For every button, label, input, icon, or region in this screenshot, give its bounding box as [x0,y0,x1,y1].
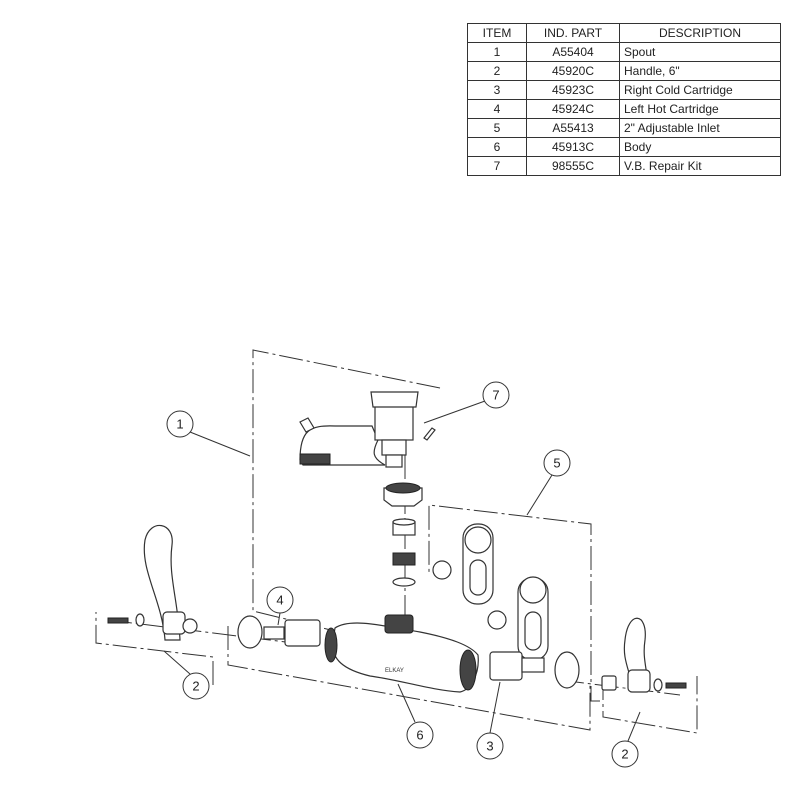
right-handle-part [601,617,687,693]
vb-kit-parts [383,482,423,587]
callout-1: 1 [166,410,251,457]
callout-2-right: 2 [611,711,641,768]
inlet-parts [432,523,549,661]
right-handle-frame [602,676,698,734]
callout-3: 3 [476,681,504,760]
callout-7: 7 [423,381,510,424]
callout-6: 6 [397,683,434,749]
right-axis-line [559,679,681,696]
callout-2-left: 2 [163,650,210,700]
spout-part [299,391,436,468]
left-handle-part [107,524,198,641]
body-frame [227,626,591,731]
cell-description: Left Hot Cartridge [619,99,781,119]
inlet-frame [428,504,600,702]
callout-4: 4 [266,586,294,626]
cell-part: 98555C [526,156,620,176]
body-brand-label: ELKAY [385,668,404,674]
left-axis-line [107,619,311,646]
cell-description: V.B. Repair Kit [619,156,781,176]
cold-cartridge-part [489,651,580,689]
svg-text:3: 3 [486,739,493,754]
svg-text:7: 7 [492,388,499,403]
svg-text:2: 2 [192,679,199,694]
hot-cartridge-part [237,615,321,649]
cell-description: 2" Adjustable Inlet [619,118,781,138]
svg-text:4: 4 [276,593,283,608]
callout-5: 5 [526,449,571,516]
svg-text:2: 2 [621,747,628,762]
body-part: ELKAY [324,614,479,693]
svg-text:5: 5 [553,456,560,471]
spout-frame [252,349,441,648]
cell-part: 45913C [526,137,620,157]
cell-description: Handle, 6" [619,61,781,81]
svg-text:1: 1 [176,417,183,432]
svg-text:6: 6 [416,728,423,743]
left-handle-frame [95,612,214,685]
